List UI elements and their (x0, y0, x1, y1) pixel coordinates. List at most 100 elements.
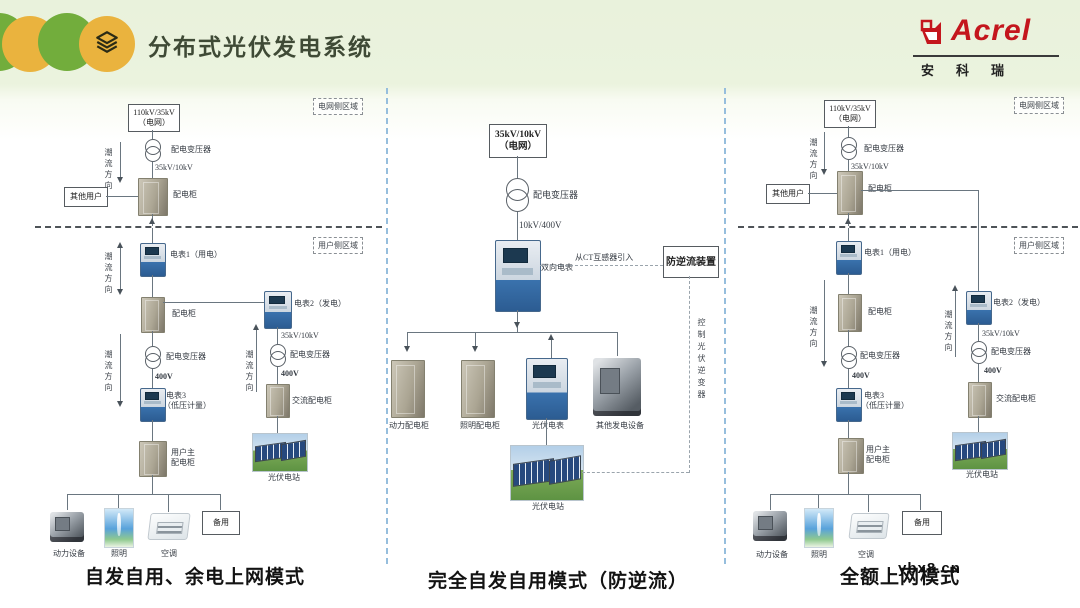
cabinet-image (968, 382, 992, 418)
voltage-label: 400V (852, 371, 870, 380)
transformer-label: 配电变压器 (166, 352, 206, 361)
spare-box: 备用 (902, 511, 942, 535)
connector (848, 228, 849, 241)
flow-line (120, 142, 121, 178)
transformer-symbol (841, 137, 857, 160)
other-gen-label: 其他发电设备 (596, 421, 644, 430)
transformer-symbol (841, 346, 857, 369)
transformer-symbol (506, 178, 530, 212)
grid-box: 110kV/35kV （电网） (128, 104, 180, 132)
cabinet-image (138, 178, 168, 216)
acrel-logo-icon (915, 18, 947, 55)
flow-arrow-down (117, 177, 123, 183)
load-label: 照明 (111, 549, 127, 558)
meter-image (966, 291, 992, 325)
cabinet-image (266, 384, 290, 418)
connector (978, 416, 979, 432)
flow-arrow-up (117, 242, 123, 248)
connector (220, 494, 221, 510)
connector (118, 494, 119, 508)
meter3-label: 电表3 (864, 391, 884, 400)
connector (546, 418, 547, 445)
anti-reverse-box: 防逆流装置 (663, 246, 719, 278)
other-users-box: 其他用户 (766, 184, 810, 204)
brand-name-cn: 安科瑞 (921, 63, 1027, 78)
flow-line (955, 291, 956, 357)
connector (848, 369, 849, 388)
boundary-line (738, 226, 1078, 228)
connector (152, 228, 153, 243)
flow-line (120, 334, 121, 402)
meter2-label: 电表2（发电） (294, 299, 346, 308)
user-main-cabinet-label2: 配电柜 (866, 455, 890, 464)
cabinet-label: 配电柜 (173, 190, 197, 199)
ac-unit-image (848, 513, 890, 539)
cabinet-label: 配电柜 (868, 184, 892, 193)
connector (277, 367, 278, 384)
meter3-label: 电表3 (166, 391, 186, 400)
generator-image (753, 511, 787, 541)
flow-direction-label: 潮流方向 (245, 350, 254, 394)
region-label: 电网侧区域 (313, 98, 363, 115)
flow-direction-label: 潮流方向 (944, 310, 953, 354)
connector (517, 212, 518, 240)
control-inverter-label: 控制光伏逆变器 (697, 318, 706, 402)
generator-image (50, 512, 84, 542)
page-title: 分布式光伏发电系统 (148, 34, 373, 60)
connector (808, 193, 837, 194)
voltage-label: 400V (155, 372, 173, 381)
lighting-cabinet-label: 照明配电柜 (460, 421, 500, 430)
connector (152, 130, 153, 139)
meter-image (140, 243, 166, 277)
user-main-cabinet-label: 用户主 (866, 445, 890, 454)
connector (848, 420, 849, 438)
connector (106, 196, 138, 197)
cabinet-image (141, 297, 165, 333)
transformer-symbol (971, 341, 987, 364)
cabinet-label: 配电柜 (868, 307, 892, 316)
connector (770, 494, 771, 510)
meter-image (836, 388, 862, 422)
connector (152, 420, 153, 441)
meter1-label: 电表1（用电） (864, 248, 916, 257)
connector (407, 332, 617, 333)
connector (920, 494, 921, 510)
flow-arrow-down (821, 361, 827, 367)
flow-direction-label: 潮流方向 (809, 138, 818, 182)
transformer-symbol (145, 139, 161, 162)
cabinet-image (391, 360, 425, 418)
transformer-label: 配电变压器 (171, 145, 211, 154)
region-label: 用户侧区域 (313, 237, 363, 254)
flow-direction-label: 潮流方向 (104, 148, 113, 192)
lighting-image (104, 508, 134, 548)
flow-arrow-down (821, 169, 827, 175)
connector (848, 126, 849, 137)
user-main-cabinet-label2: 配电柜 (171, 458, 195, 467)
pv-station-label: 光伏电站 (268, 473, 300, 482)
layers-icon (94, 29, 120, 60)
connector (770, 494, 920, 495)
connector (517, 310, 518, 332)
flow-arrow-down (472, 346, 478, 352)
acrel-logo: Acrel 安科瑞 (905, 14, 1065, 78)
bidirectional-meter-label: 双向电表 (541, 263, 573, 272)
ct-dashed-line (540, 265, 663, 266)
connector (978, 190, 979, 291)
cabinet-image (838, 438, 864, 474)
flow-line (120, 248, 121, 290)
connector (517, 156, 518, 178)
cabinet-image (837, 171, 863, 215)
grid-box: 110kV/35kV （电网） (824, 100, 876, 128)
connector (277, 327, 278, 344)
control-dashed-line (582, 472, 689, 473)
pv-station-label: 光伏电站 (532, 502, 564, 511)
user-main-cabinet-label: 用户主 (171, 448, 195, 457)
connector (848, 160, 849, 171)
flow-line (256, 330, 257, 392)
flow-arrow-up (253, 324, 259, 330)
generator-image (593, 358, 641, 416)
transformer-label: 配电变压器 (991, 347, 1031, 356)
voltage-label: 35kV/10kV (281, 331, 319, 340)
flow-arrow-up (952, 285, 958, 291)
load-label: 空调 (858, 550, 874, 559)
